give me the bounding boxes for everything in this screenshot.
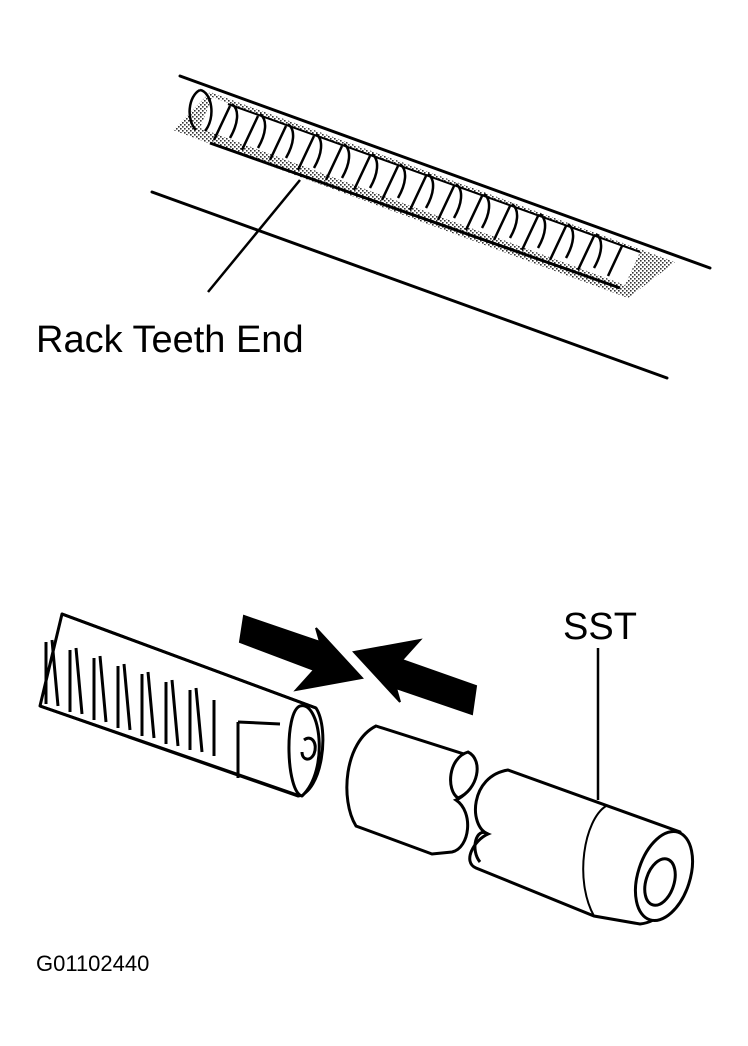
rack-teeth <box>188 88 641 290</box>
figure-code-label: G01102440 <box>36 951 150 976</box>
rack-teeth-band <box>173 92 675 298</box>
sst-label: SST <box>563 606 637 648</box>
press-arrows <box>238 614 478 716</box>
rack-teeth-leader-line <box>207 179 301 293</box>
rack-end-teeth <box>44 639 216 756</box>
sst-sleeve-segment <box>345 724 479 856</box>
sst-tool-body <box>468 768 695 926</box>
rack-end-bottom <box>38 612 325 798</box>
rack-bar-top <box>150 74 712 380</box>
rack-teeth-end-label: Rack Teeth End <box>36 319 304 361</box>
